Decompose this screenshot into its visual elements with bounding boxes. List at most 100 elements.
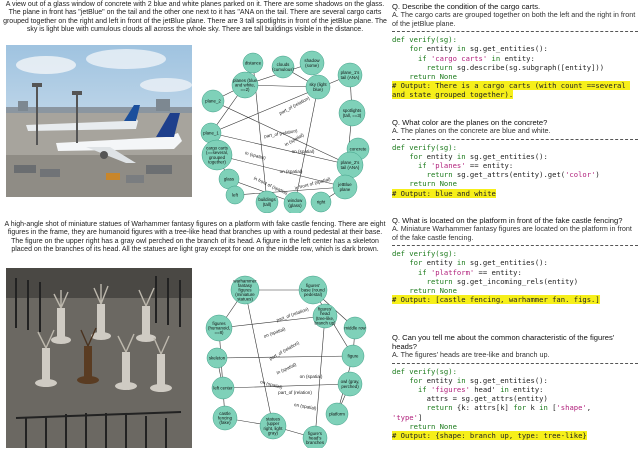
node-label: right, light [263, 426, 283, 431]
graph-node [325, 402, 349, 426]
node-label: jetBlue [337, 182, 352, 187]
node-label: (tall) [263, 202, 272, 207]
edge-label: part_of (relation) [276, 306, 310, 322]
edge-label: on (spatial) [294, 402, 318, 411]
graph-edge [228, 178, 296, 204]
node-label: branches [306, 440, 325, 445]
graph-node [283, 191, 307, 213]
node-label: shadow [304, 58, 320, 63]
graph-node [299, 50, 325, 76]
node-label: glass [224, 177, 235, 182]
node-label: and white, [235, 83, 255, 88]
graph-node [242, 52, 264, 74]
graph-node [206, 347, 228, 369]
graph-node [332, 174, 358, 200]
graph-node [259, 412, 287, 440]
graph-node [310, 191, 332, 213]
node-label: clouds [277, 62, 290, 67]
node-label: castle [219, 411, 231, 416]
node-label: (cumulous) [272, 67, 294, 72]
edge-label: on (spatial) [263, 326, 287, 339]
output-highlight: # Output: blue and white [392, 188, 496, 198]
node-label: platform [329, 412, 345, 417]
edge-label: on (spatial) [280, 169, 303, 174]
code-block: def verify(sg): for entity in sg.get_ent… [392, 366, 592, 441]
node-label: (glass) [288, 203, 302, 208]
output-highlight: # Output: {shape: branch up, type: tree-… [392, 431, 587, 441]
node-label: cargo carts [206, 146, 229, 151]
node-label: (tall, ==3) [343, 113, 362, 118]
question: Q. Can you tell me about the common char… [392, 333, 615, 351]
question: Q. Describe the condition of the cargo c… [392, 2, 541, 11]
node-label: left [232, 193, 239, 198]
qa-block-2: Q. What color are the planes on the conc… [392, 118, 638, 198]
airport-photo [6, 45, 192, 197]
divider [392, 31, 638, 33]
edge-label: in (spatial) [245, 150, 267, 160]
node-label: plane_2's [341, 160, 360, 165]
question: Q. What color are the planes on the conc… [392, 118, 548, 127]
output-highlight: # Output: There is a cargo carts (with c… [392, 81, 630, 100]
graph-edge [218, 315, 326, 329]
graph-node [255, 190, 279, 213]
edge-label: in (spatial) [276, 362, 298, 376]
node-label: statues [266, 417, 281, 422]
node-label: grouped [209, 155, 226, 160]
graph-node [230, 275, 260, 305]
node-label: statues) [237, 297, 253, 302]
node-label: spotlights [343, 108, 362, 113]
graph-node [337, 371, 363, 397]
divider [392, 362, 638, 364]
graph-node [337, 62, 363, 88]
node-label: fantasy [238, 283, 253, 288]
scene-graph-miniatures: on (spatial)part_of (relation)in (spatia… [205, 275, 366, 448]
graph-node [211, 376, 235, 400]
graph-edge [216, 154, 346, 188]
node-label: (==several, [206, 150, 228, 155]
node-label: skeleton [209, 356, 226, 361]
node-label: middle row [344, 326, 366, 331]
graph-node [201, 139, 233, 171]
node-label: figures [212, 321, 226, 326]
graph-edge [244, 289, 274, 427]
node-label: base (round [301, 288, 325, 293]
node-label: (tree-like, [316, 316, 334, 321]
node-label: concrete [350, 147, 367, 152]
node-label: figure's [308, 431, 323, 436]
node-label: (upper [267, 421, 280, 426]
graph-node [205, 314, 233, 342]
node-label: sky (light [309, 82, 327, 87]
graph-node [341, 344, 365, 368]
answer: A. The cargo carts are grouped together … [392, 10, 636, 28]
graph-edge [218, 327, 226, 419]
miniatures-photo [6, 268, 192, 448]
node-label: planes (blue [233, 78, 257, 83]
graph-node [305, 74, 331, 100]
answer: A. The planes on the concrete are blue a… [392, 126, 551, 135]
output-highlight: # Output: [castle fencing, warhammer fan… [392, 295, 600, 305]
graph-node [201, 89, 225, 113]
node-label: figures' [306, 283, 320, 288]
node-label: head's [309, 436, 323, 441]
example2-caption: A high-angle shot of miniature statues o… [4, 221, 386, 253]
question: Q. What is located on the platform in fr… [392, 216, 623, 225]
graph-node [271, 55, 295, 79]
graph-node [212, 405, 238, 431]
graph-node [312, 303, 338, 329]
qa-block-4: Q. Can you tell me about the common char… [392, 333, 638, 441]
node-label: figures [238, 288, 252, 293]
node-label: ==2) [240, 87, 250, 92]
graph-edge [222, 383, 351, 389]
divider [392, 245, 638, 247]
node-label: plane_1's [341, 70, 360, 75]
node-label: window [288, 198, 303, 203]
node-label: (some) [305, 63, 319, 68]
node-label: warhammer [233, 278, 257, 283]
graph-node [225, 185, 245, 205]
graph-edge [294, 86, 319, 204]
node-label: figure [348, 354, 360, 359]
edge-label: on (spatial) [300, 374, 323, 379]
graph-node [231, 71, 259, 99]
edge-label: part_of (relation) [268, 340, 300, 361]
example1-caption: A view out of a glass window of concrete… [3, 1, 387, 33]
